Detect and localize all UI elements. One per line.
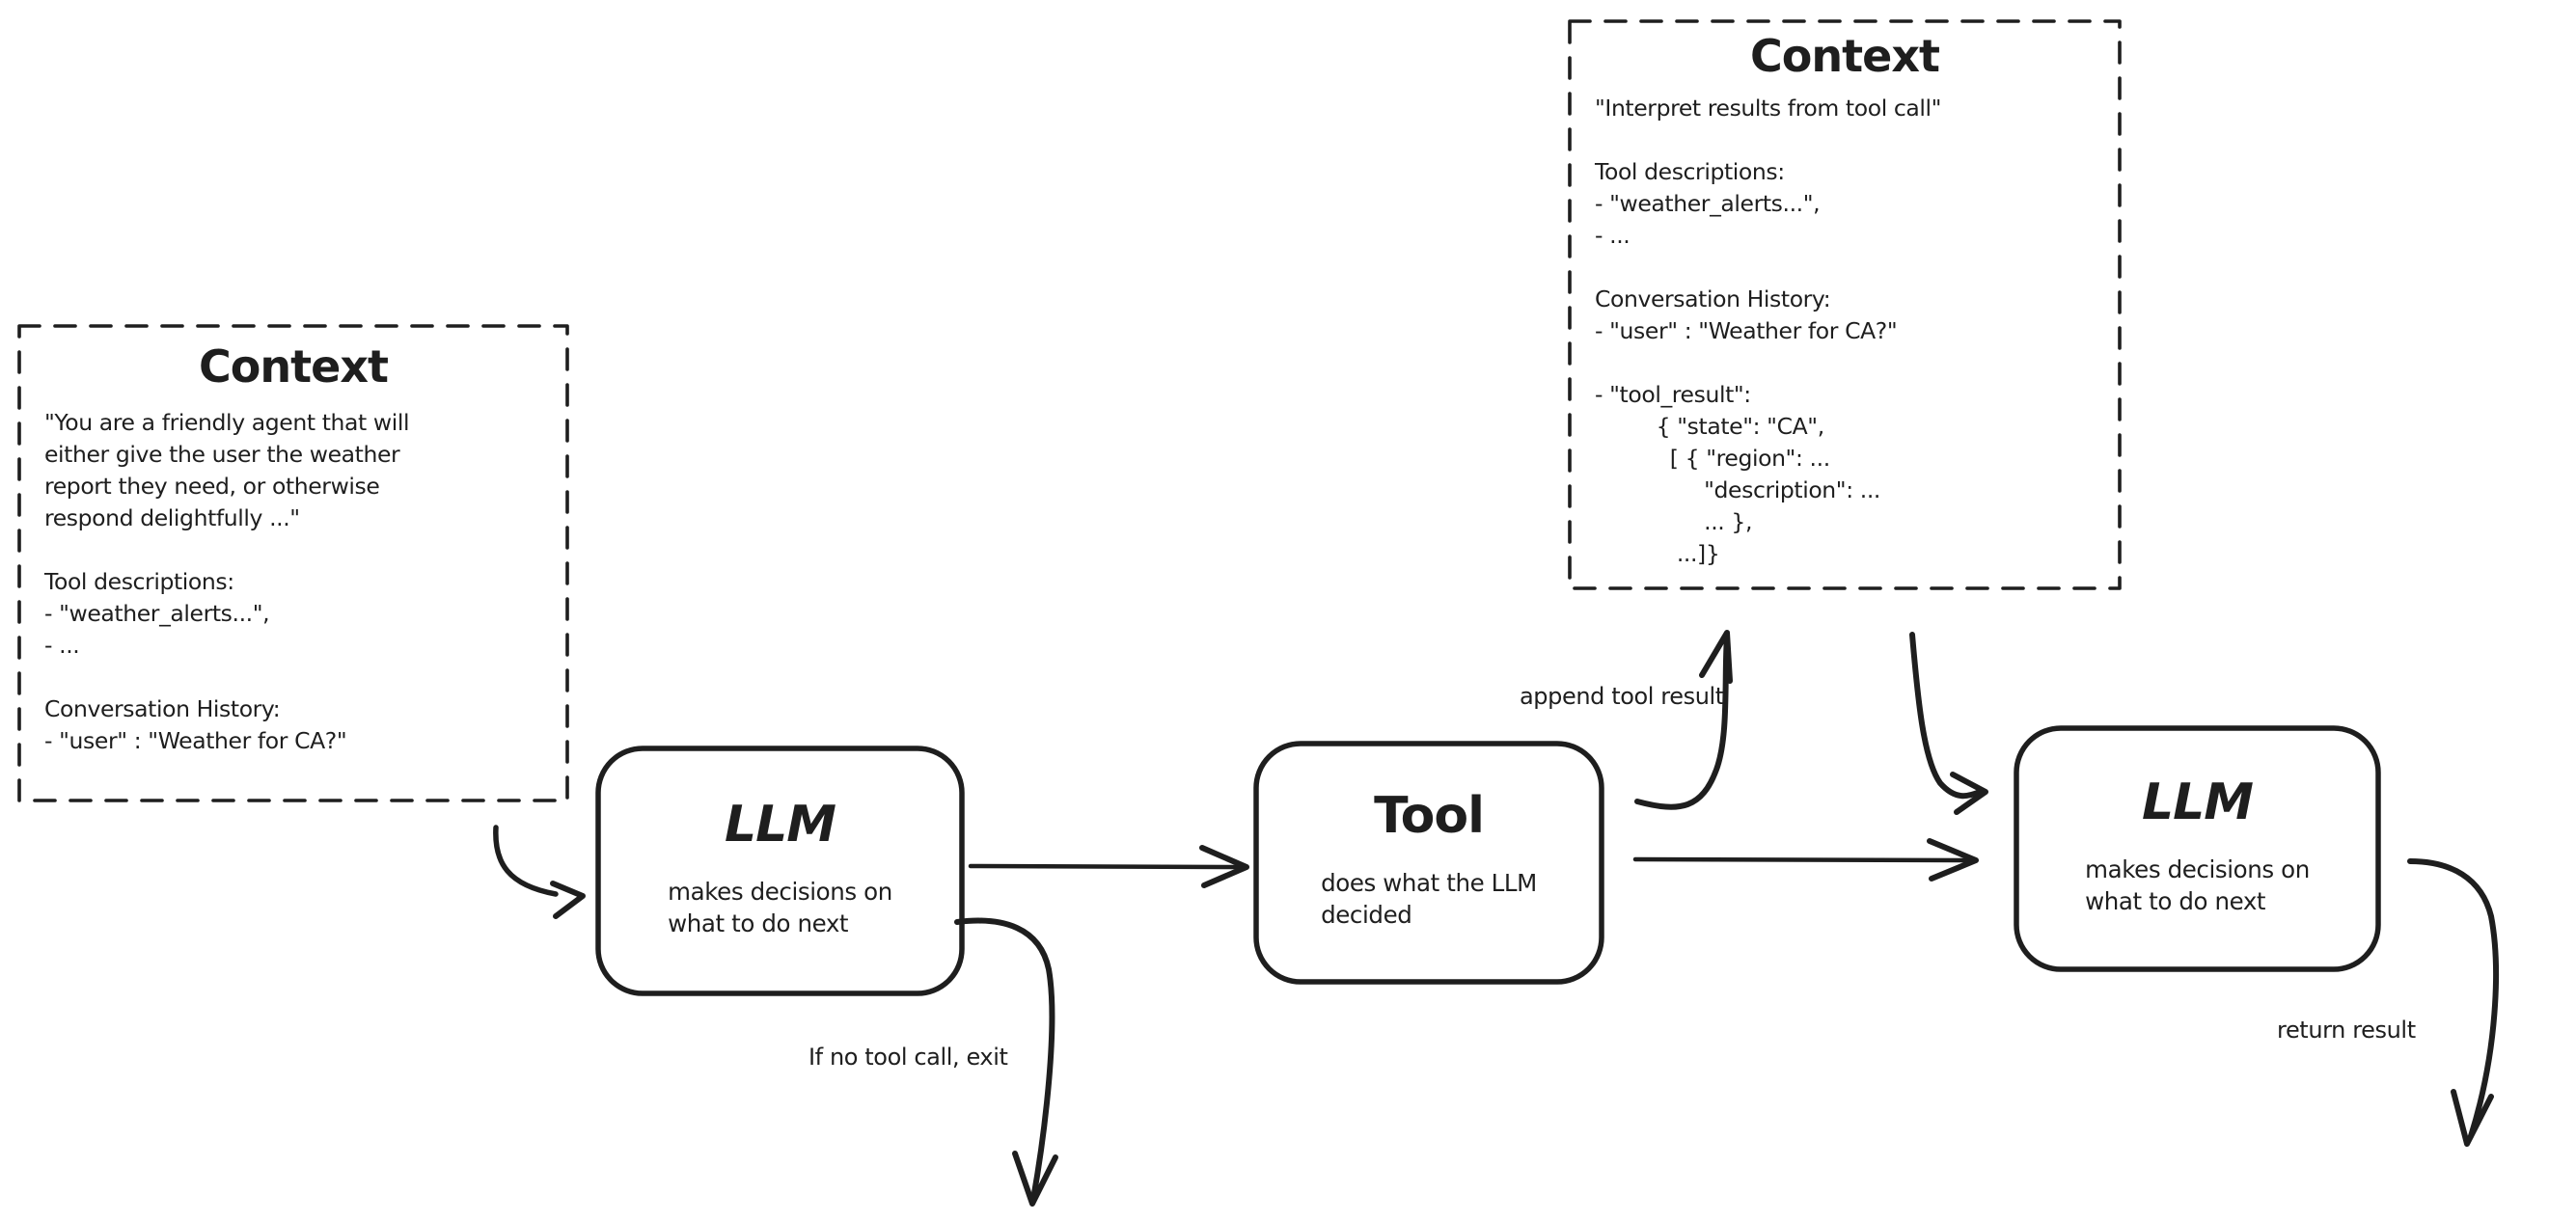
- tool-subtitle: does what the LLM decided: [1321, 869, 1537, 929]
- arrow-tool-to-context-top: [1634, 634, 1730, 810]
- arrow-tool-to-context-top-head: [1699, 630, 1733, 684]
- context-top-border: [1568, 19, 2122, 590]
- llm2-subtitle: makes decisions on what to do next: [2085, 855, 2310, 915]
- tool-title: Tool: [1374, 787, 1485, 845]
- arrow-tool-to-llm2: [1632, 856, 1975, 863]
- context-top-body: "Interpret results from tool call" Tool …: [1595, 95, 1942, 567]
- no-tool-call-exit-label: If no tool call, exit: [808, 1044, 1008, 1071]
- arrow-context-top-to-llm2: [1909, 632, 1983, 800]
- llm1-title: LLM: [724, 796, 836, 854]
- llm2-title: LLM: [2141, 773, 2254, 831]
- return-result-label: return result: [2277, 1017, 2416, 1044]
- arrow-context-left-to-llm1: [493, 825, 559, 897]
- llm2-box-border: [2014, 725, 2381, 972]
- tool-node: Tool does what the LLM decided: [1256, 744, 1602, 982]
- llm1-node: LLM makes decisions on what to do next: [598, 748, 962, 993]
- context-left-body: "You are a friendly agent that will eith…: [44, 409, 410, 754]
- context-left-box: Context "You are a friendly agent that w…: [19, 326, 567, 800]
- arrow-context-top-to-llm2-head: [1950, 772, 1988, 815]
- arrow-llm2-return-head: [2451, 1089, 2494, 1147]
- context-top-box: Context "Interpret results from tool cal…: [1570, 21, 2120, 588]
- arrow-llm1-to-tool-head: [1199, 845, 1249, 888]
- context-left-title: Context: [199, 340, 389, 393]
- arrow-llm1-to-tool: [968, 863, 1244, 870]
- append-tool-result-label: append tool result: [1520, 683, 1724, 710]
- llm1-subtitle: makes decisions on what to do next: [668, 878, 892, 937]
- tool-box-border: [1253, 741, 1604, 985]
- arrow-llm2-return: [2407, 858, 2499, 1139]
- arrow-context-left-to-llm1-head: [550, 881, 586, 919]
- context-left-border: [17, 324, 569, 802]
- context-top-title: Context: [1750, 30, 1940, 82]
- arrow-tool-to-llm2-head: [1927, 838, 1979, 882]
- arrow-llm1-exit: [954, 917, 1055, 1202]
- llm2-node: LLM makes decisions on what to do next: [2016, 728, 2378, 969]
- llm1-box-border: [595, 746, 965, 996]
- arrow-llm1-exit-head: [1012, 1151, 1058, 1207]
